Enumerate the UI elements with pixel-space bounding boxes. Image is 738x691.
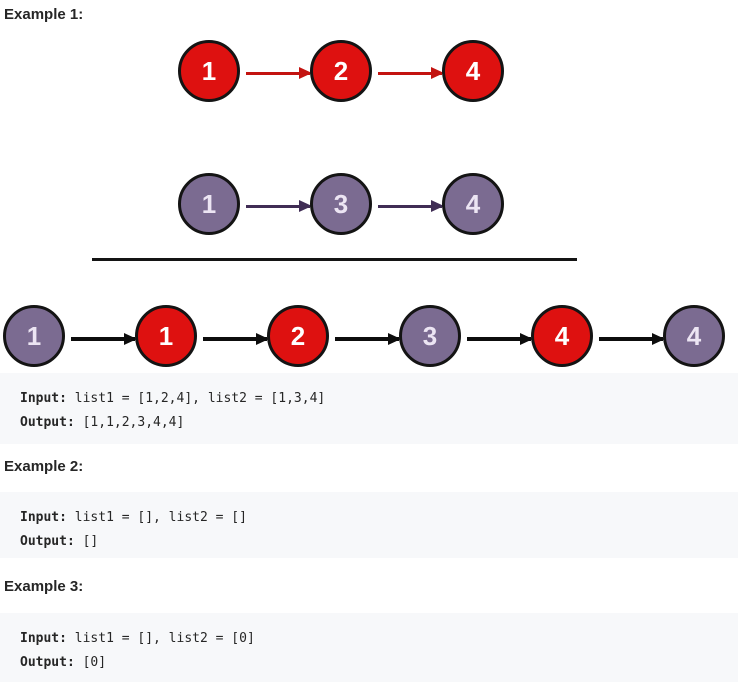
input-label: Input:: [20, 510, 67, 525]
example-1-code-block: Input: list1 = [1,2,4], list2 = [1,3,4] O…: [0, 373, 738, 444]
list2-node-0: 1: [178, 173, 240, 235]
output-line: Output: []: [20, 530, 718, 554]
node-value: 1: [201, 188, 217, 219]
node-value: 4: [465, 188, 481, 219]
example-3-heading: Example 3:: [4, 578, 84, 595]
output-value: []: [82, 534, 99, 549]
input-value: list1 = [], list2 = []: [74, 510, 247, 525]
arrow-right-icon: [378, 205, 442, 208]
node-value: 2: [290, 320, 306, 351]
arrow-right-icon: [71, 337, 135, 341]
list2-node-1: 3: [310, 173, 372, 235]
node-value: 1: [158, 320, 174, 351]
node-value: 2: [333, 55, 349, 86]
list1-node-2: 4: [442, 40, 504, 102]
merged-node-4: 4: [531, 305, 593, 367]
arrow-right-icon: [378, 72, 442, 75]
arrow-right-icon: [599, 337, 663, 341]
merged-node-3: 3: [399, 305, 461, 367]
input-line: Input: list1 = [], list2 = [0]: [20, 627, 718, 651]
input-value: list1 = [], list2 = [0]: [74, 631, 255, 646]
output-label: Output:: [20, 415, 75, 430]
merged-node-5: 4: [663, 305, 725, 367]
list1-node-0: 1: [178, 40, 240, 102]
node-value: 1: [201, 55, 217, 86]
node-value: 4: [554, 320, 570, 351]
input-label: Input:: [20, 391, 67, 406]
example-2-code-block: Input: list1 = [], list2 = [] Output: []: [0, 492, 738, 558]
arrow-right-icon: [246, 72, 310, 75]
arrow-right-icon: [335, 337, 399, 341]
input-line: Input: list1 = [1,2,4], list2 = [1,3,4]: [20, 387, 718, 411]
output-value: [1,1,2,3,4,4]: [82, 415, 185, 430]
divider-line: [92, 258, 577, 261]
node-value: 3: [333, 188, 349, 219]
example-2-heading: Example 2:: [4, 458, 84, 475]
node-value: 3: [422, 320, 438, 351]
output-value: [0]: [82, 655, 107, 670]
list1-node-1: 2: [310, 40, 372, 102]
merged-node-0: 1: [3, 305, 65, 367]
arrow-right-icon: [203, 337, 267, 341]
output-label: Output:: [20, 534, 75, 549]
example-1-heading: Example 1:: [4, 6, 84, 23]
input-label: Input:: [20, 631, 67, 646]
example-3-code-block: Input: list1 = [], list2 = [0] Output: [0]: [0, 613, 738, 682]
merged-node-2: 2: [267, 305, 329, 367]
node-value: 4: [686, 320, 702, 351]
input-value: list1 = [1,2,4], list2 = [1,3,4]: [74, 391, 326, 406]
input-line: Input: list1 = [], list2 = []: [20, 506, 718, 530]
arrow-right-icon: [467, 337, 531, 341]
output-line: Output: [1,1,2,3,4,4]: [20, 411, 718, 435]
arrow-right-icon: [246, 205, 310, 208]
node-value: 1: [26, 320, 42, 351]
node-value: 4: [465, 55, 481, 86]
merged-node-1: 1: [135, 305, 197, 367]
list2-node-2: 4: [442, 173, 504, 235]
output-line: Output: [0]: [20, 651, 718, 675]
output-label: Output:: [20, 655, 75, 670]
